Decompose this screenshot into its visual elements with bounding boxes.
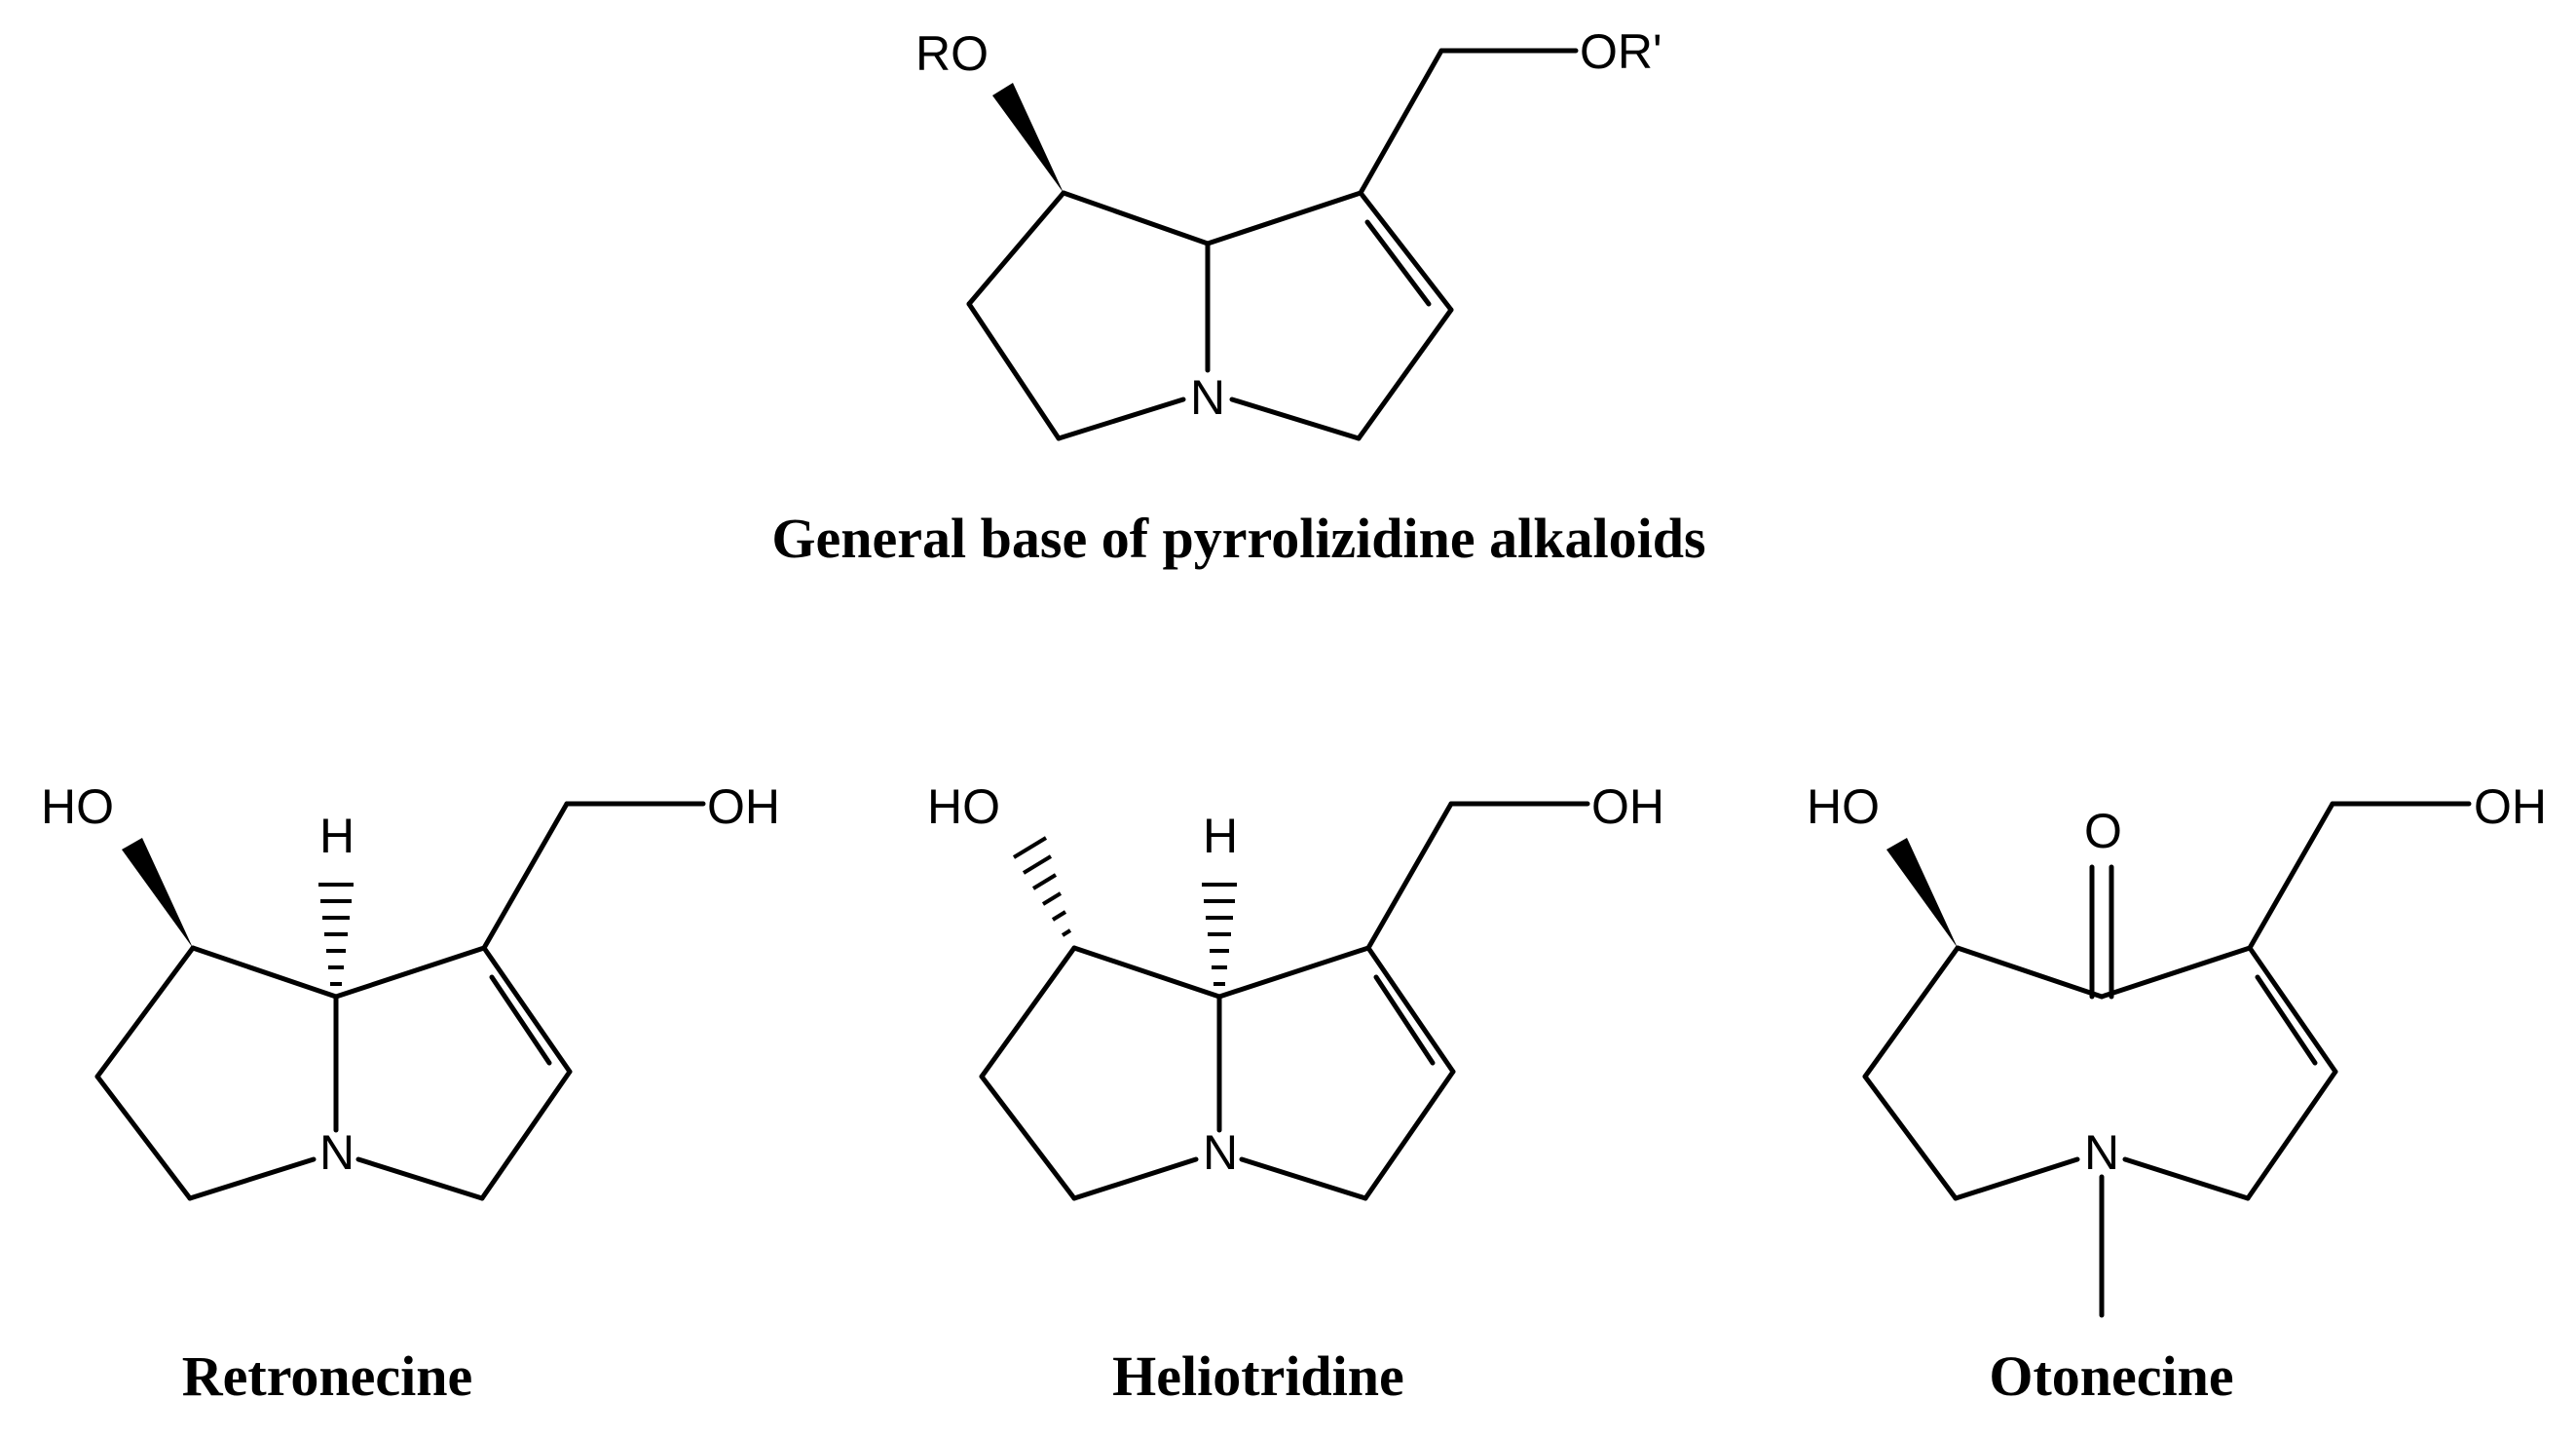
or-prime-label: OR' [1580,24,1662,79]
double-bond-inner [1364,219,1432,307]
hashed-bond [318,883,354,986]
retronecine-structure: HO H OH N Retronecine [41,779,780,1408]
hashed-bond [1202,883,1237,986]
bond [1205,190,1363,246]
bond [1356,307,1454,441]
wedge-bond [1886,838,1958,948]
ro-label: RO [915,26,989,81]
bond [2245,1069,2338,1201]
bond [481,945,573,1075]
bond [1239,1156,1368,1201]
general-base-structure: RO OR' N General base of pyrrolizidine a… [771,24,1705,570]
bond [1862,1074,1959,1201]
bond [1071,945,1222,1000]
ho-label: HO [1807,779,1880,834]
double-bond-inner [489,974,552,1066]
otonecine-caption: Otonecine [1989,1344,2233,1408]
ho-label: HO [41,779,114,834]
h-label: H [319,809,355,863]
bond [1365,945,1456,1075]
bond [1061,190,1211,246]
bond [979,945,1077,1079]
nitrogen-label: N [319,1125,355,1180]
otonecine-structure: HO O OH N Otonecine [1807,779,2547,1408]
oh-label: OH [1591,779,1664,834]
bond [1365,801,1454,951]
wedge-bond [122,838,193,948]
bond [979,1074,1077,1201]
bond [481,801,570,951]
bond [1056,397,1186,441]
bond [1071,1156,1199,1201]
nitrogen-label: N [2084,1125,2119,1180]
hashed-bond [1012,836,1072,937]
double-bond-inner [1373,974,1436,1066]
retronecine-caption: Retronecine [182,1344,473,1408]
nitrogen-label: N [1190,370,1225,425]
bond [1358,48,1444,196]
bond [1358,190,1454,313]
bond [2122,1156,2251,1201]
h-label: H [1203,809,1238,863]
bond [2099,945,2253,1000]
bond [1229,397,1362,441]
oxygen-label: O [2084,804,2122,858]
ho-label: HO [927,779,1000,834]
general-caption: General base of pyrrolizidine alkaloids [771,507,1705,570]
heliotridine-structure: HO H OH N Heliotridine [927,779,1664,1408]
bond [94,1074,193,1201]
bond [479,1069,573,1201]
bond [355,1156,485,1201]
bond [2247,945,2338,1075]
bond [333,945,487,1000]
bond [1953,1156,2080,1201]
oh-label: OH [2474,779,2547,834]
bond [1862,945,1960,1079]
bond [187,1156,317,1201]
nitrogen-label: N [1203,1125,1238,1180]
bond [2247,801,2335,951]
bond [1363,1069,1456,1201]
double-bond-inner [2255,974,2318,1066]
bond [966,301,1062,441]
bond [1955,945,2105,1000]
bond [1216,945,1371,1000]
bond [190,945,339,1000]
bond [94,945,196,1079]
heliotridine-caption: Heliotridine [1112,1344,1404,1408]
oh-label: OH [707,779,780,834]
bond [966,190,1066,307]
wedge-bond [992,83,1064,193]
